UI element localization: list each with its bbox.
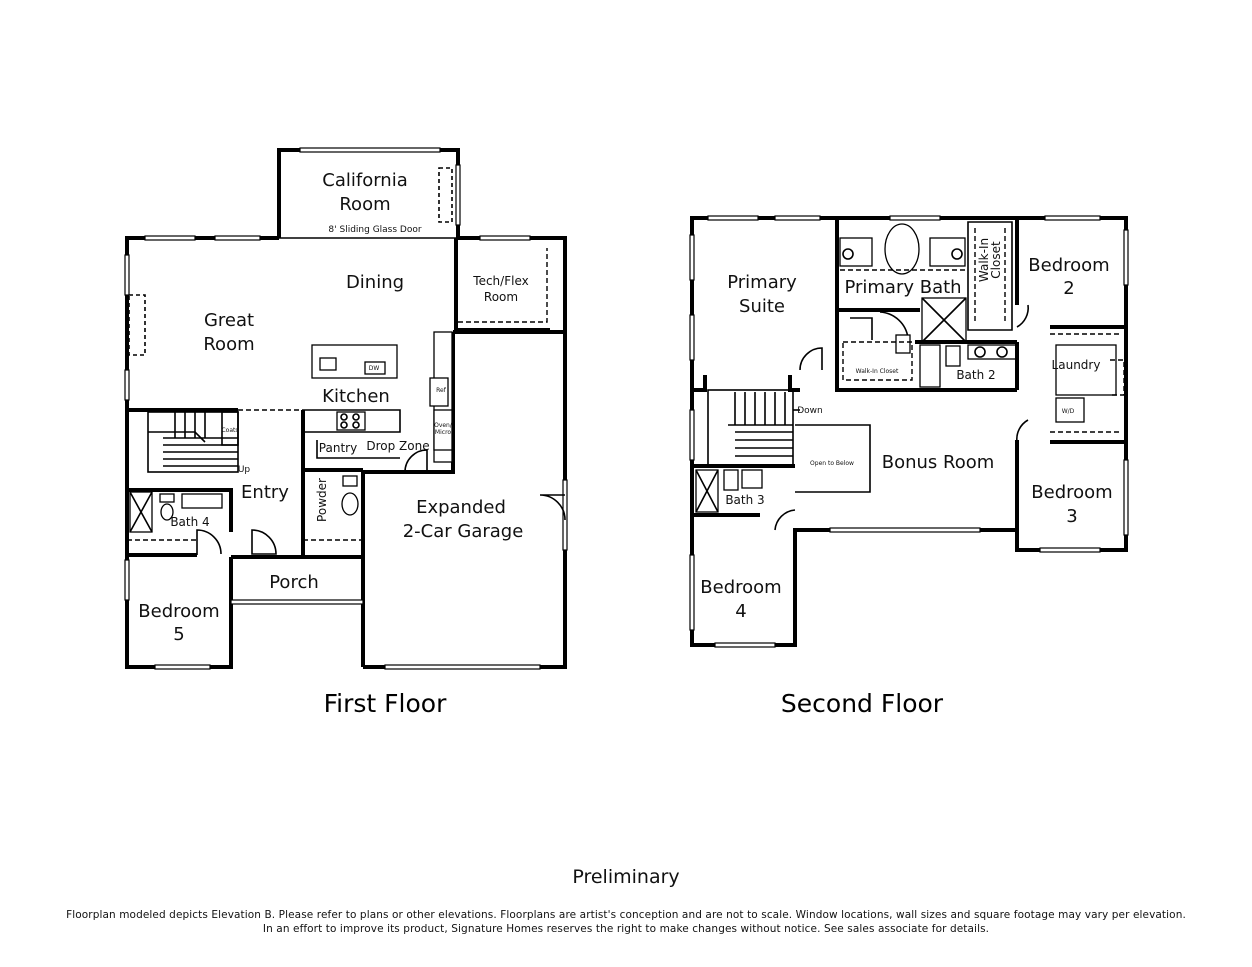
second-floor-title: Second Floor: [781, 689, 944, 718]
dishwasher-label: DW: [369, 365, 380, 372]
coats-label: Coats: [221, 427, 238, 434]
first-floor-labels: California Room 8' Sliding Glass Door Di…: [138, 170, 528, 718]
bedroom2-label-2: 2: [1063, 278, 1074, 299]
primary-bath-label: Primary Bath: [844, 277, 961, 298]
porch-label: Porch: [269, 572, 319, 593]
preliminary-label: Preliminary: [572, 866, 680, 888]
primary-suite-label-2: Suite: [739, 296, 785, 317]
bedroom2-label-1: Bedroom: [1028, 255, 1109, 276]
bonus-room-label: Bonus Room: [882, 452, 995, 473]
dining-label: Dining: [346, 272, 404, 293]
garage-label-1: Expanded: [416, 497, 506, 518]
bath3-label: Bath 3: [725, 493, 764, 507]
walk-in-closet-label: Walk-In Closet: [856, 368, 899, 375]
california-room-label-2: Room: [339, 194, 390, 215]
washer-dryer-label: W/D: [1062, 408, 1075, 415]
second-floor-labels: Primary Suite Primary Bath Walk-In Close…: [700, 238, 1112, 718]
tech-flex-label-2: Room: [484, 290, 518, 304]
disclaimer-line-2: In an effort to improve its product, Sig…: [262, 923, 990, 935]
sliding-door-label: 8' Sliding Glass Door: [328, 225, 421, 235]
california-room-walls: [277, 147, 461, 238]
walk-in-closet-top-label-1: Walk-In: [977, 238, 991, 282]
second-floor-stairs: [707, 389, 800, 466]
powder-label: Powder: [315, 478, 329, 522]
tech-flex-label-1: Tech/Flex: [472, 274, 528, 288]
laundry-label: Laundry: [1052, 358, 1101, 372]
bedroom5-label-2: 5: [173, 624, 184, 645]
open-to-below-label: Open to Below: [810, 460, 854, 467]
entry-label: Entry: [241, 482, 289, 503]
bedroom4-label-2: 4: [735, 601, 746, 622]
bedroom4-label-1: Bedroom: [700, 577, 781, 598]
stairs-up-label: Up: [238, 465, 251, 475]
california-room-label-1: California: [322, 170, 407, 191]
oven-label: Oven/: [434, 422, 453, 429]
great-room-label-1: Great: [204, 310, 254, 331]
first-floor-stairs: [147, 411, 239, 473]
first-floor-outer-walls: [124, 235, 568, 670]
great-room-label-2: Room: [203, 334, 254, 355]
micro-label: Micro: [435, 429, 451, 436]
walk-in-closet-top-label-2: Closet: [989, 241, 1003, 279]
first-floor-plan: [124, 147, 568, 670]
bath2-label: Bath 2: [956, 368, 995, 382]
bedroom5-label-1: Bedroom: [138, 601, 219, 622]
kitchen-label: Kitchen: [322, 386, 390, 407]
first-floor-title: First Floor: [324, 689, 447, 718]
primary-suite-label-1: Primary: [727, 272, 797, 293]
stairs-down-label: Down: [797, 406, 823, 416]
disclaimer-line-1: Floorplan modeled depicts Elevation B. P…: [66, 909, 1186, 921]
pantry-label: Pantry: [319, 441, 357, 455]
bedroom3-label-1: Bedroom: [1031, 482, 1112, 503]
bath4-label: Bath 4: [170, 515, 209, 529]
drop-zone-label: Drop Zone: [366, 439, 429, 453]
ref-label: Ref: [436, 387, 447, 394]
bedroom3-label-2: 3: [1066, 506, 1077, 527]
second-floor-plan: [689, 215, 1129, 648]
garage-label-2: 2-Car Garage: [403, 521, 524, 542]
